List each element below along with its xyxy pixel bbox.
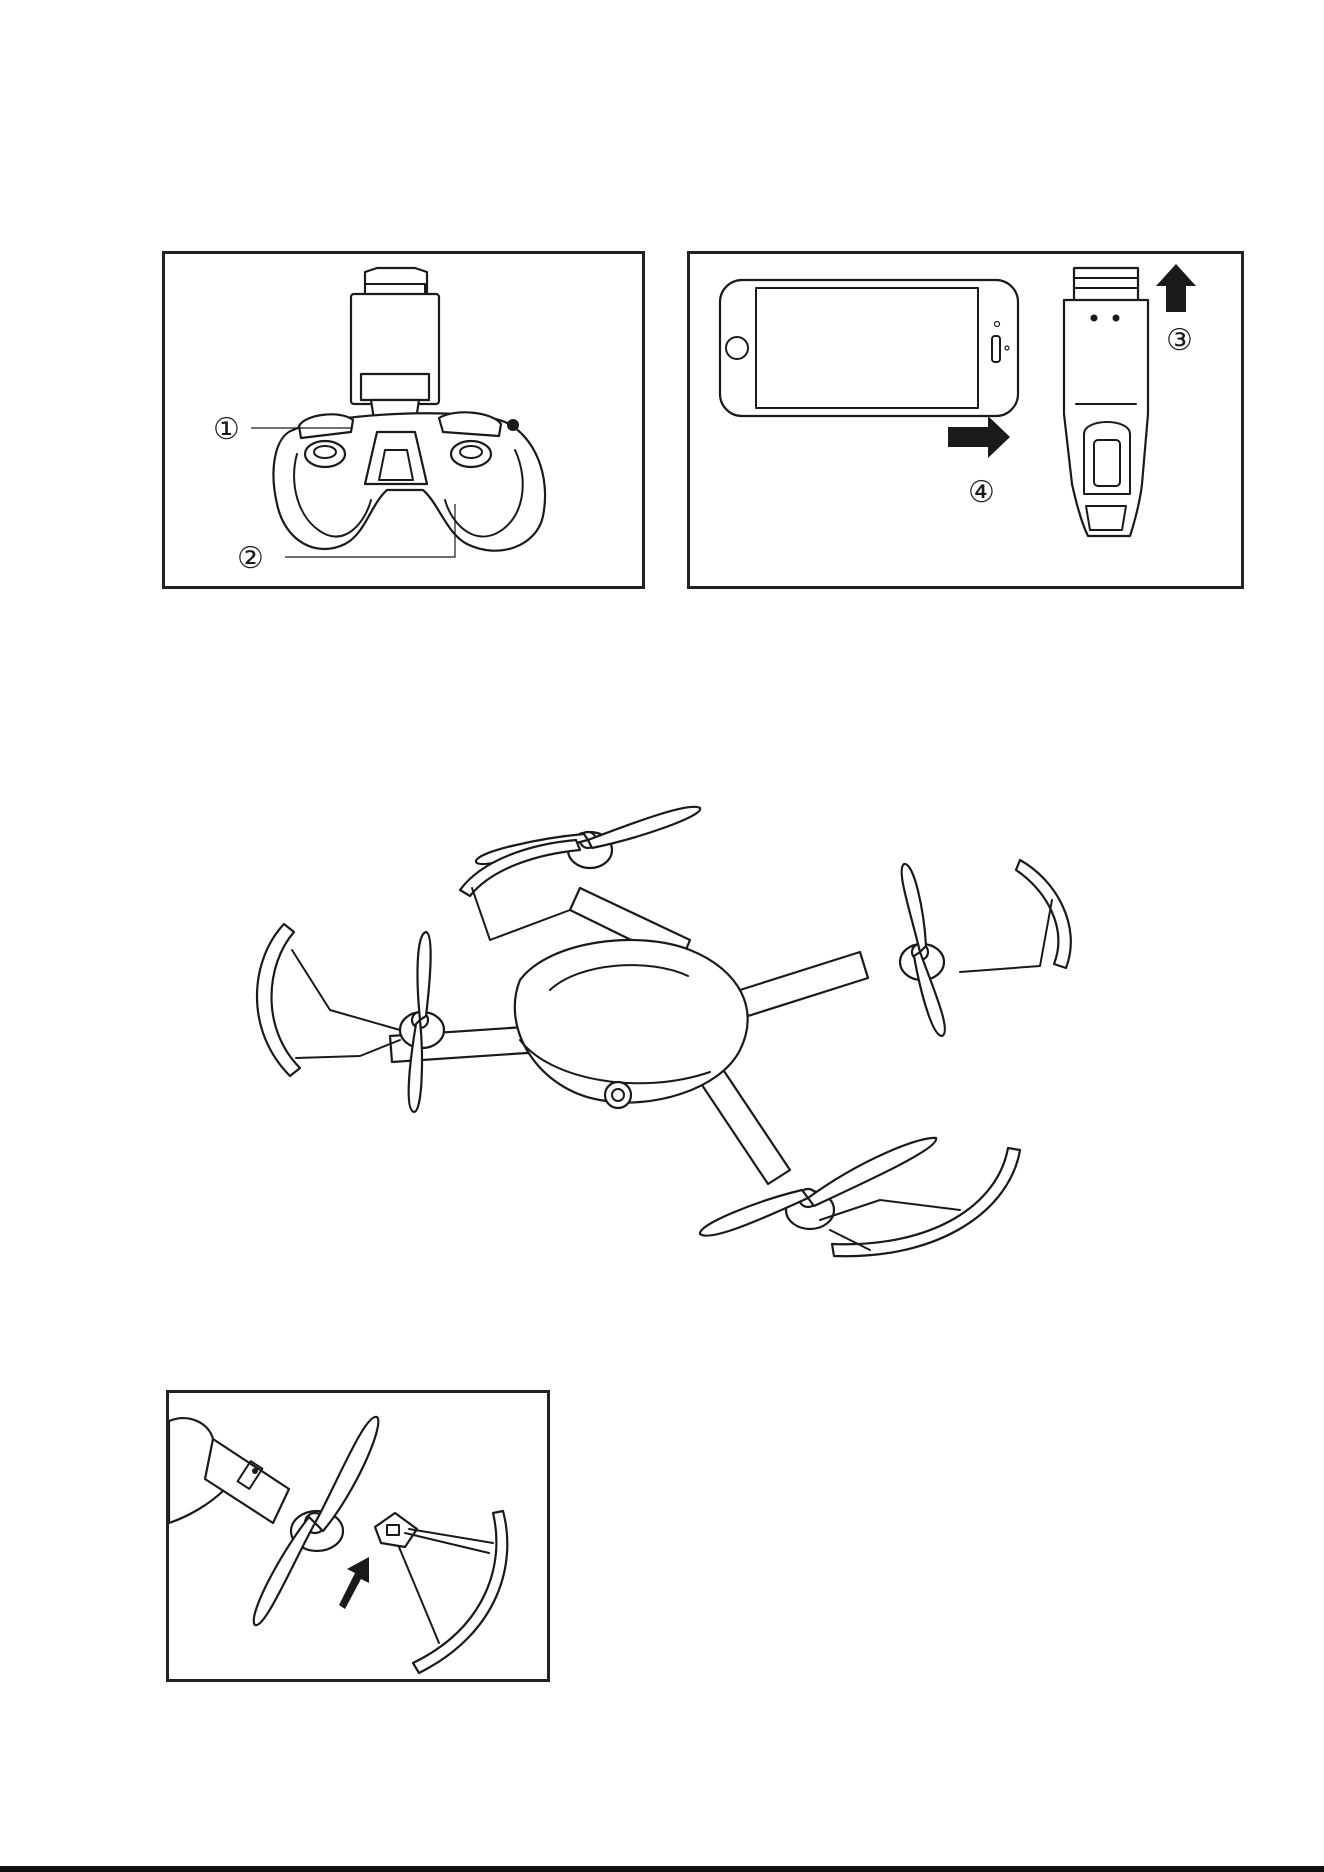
callout-1: ① [213,412,240,447]
arrow-up-icon [1156,264,1196,312]
right-shoulder-button [439,412,501,436]
figure-controller-holder: ① ② [162,251,645,589]
propeller-blade-top [315,1417,378,1531]
callout-2: ② [237,541,264,576]
phone-clip-illustration: ③ ④ [690,254,1241,586]
left-stick [305,441,345,467]
clip-body [1064,300,1148,536]
controller-illustration: ① ② [165,254,642,586]
guard-ring [413,1511,507,1673]
callout-4: ④ [968,475,995,510]
propeller-blade-bottom [254,1517,315,1625]
figure-drone [220,740,1120,1300]
arrow-right-icon [948,416,1010,458]
page-bottom-rule [0,1866,1324,1872]
power-button [507,419,519,431]
right-stick [451,441,491,467]
center-stand [365,432,427,484]
guard-install-illustration [169,1393,547,1679]
arm [205,1439,289,1523]
arrow-install-icon [339,1557,369,1609]
figure-guard-install [166,1390,550,1682]
camera-icon [605,1082,631,1108]
figure-phone-clip: ③ ④ [687,251,1244,589]
callout-3: ③ [1166,323,1193,358]
drone-illustration [220,740,1120,1300]
smartphone [720,280,1018,416]
